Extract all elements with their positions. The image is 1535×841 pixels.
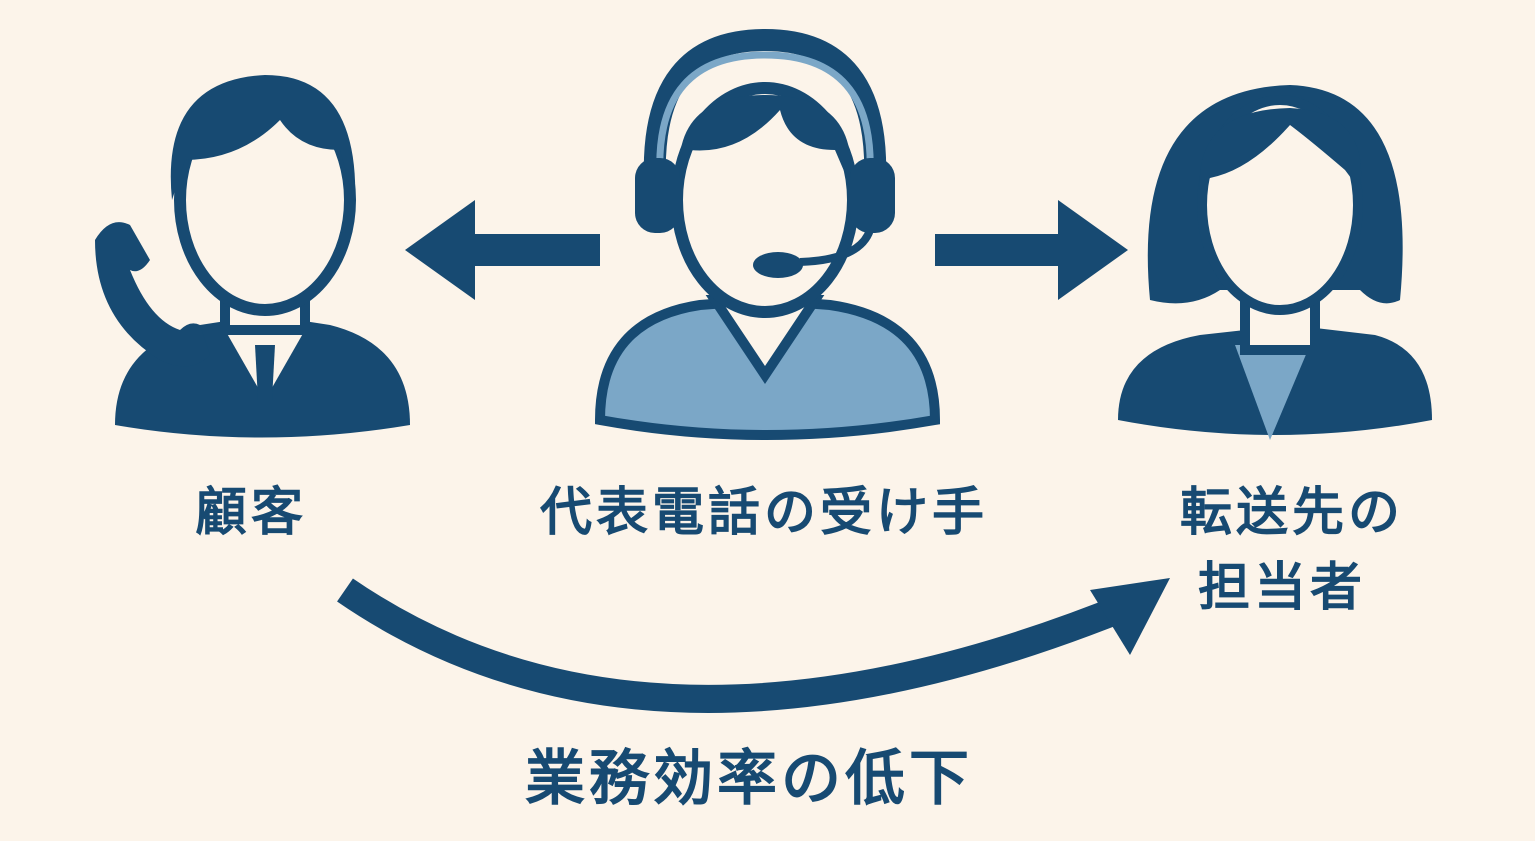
phone-icon (95, 222, 210, 367)
headset-icon (643, 28, 887, 181)
efficiency-drop-label: 業務効率の低下 (525, 744, 973, 814)
curved-arrow-icon (337, 578, 1170, 713)
transfer-label-line2: 担当者 (1198, 558, 1367, 618)
arrow-left-icon (405, 200, 600, 300)
receiver-label: 代表電話の受け手 (540, 483, 989, 543)
arrow-right-icon (935, 200, 1128, 300)
transfer-person-figure (1118, 85, 1432, 440)
operator-figure (594, 28, 941, 440)
customer-label: 顧客 (195, 483, 308, 543)
customer-figure (95, 75, 410, 438)
transfer-label-line1: 転送先の (1180, 483, 1405, 543)
